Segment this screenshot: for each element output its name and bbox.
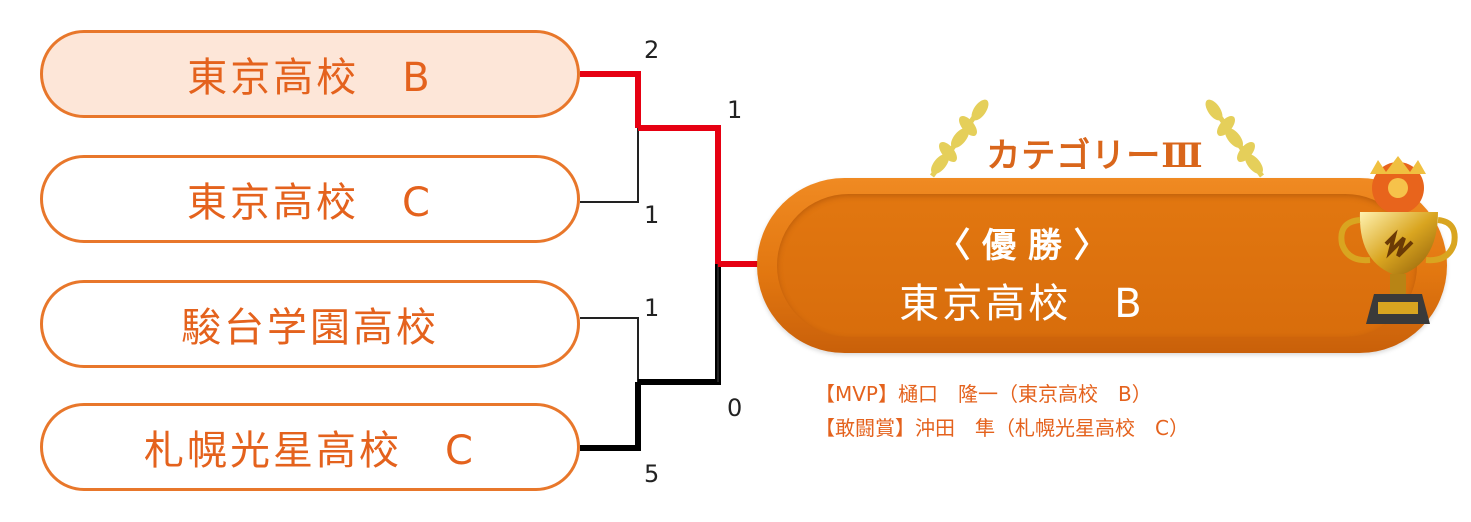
bracket-line-team1 [580,71,641,128]
champion-team: 東京高校 B [899,281,1145,327]
bracket-line-semi-top [638,125,721,264]
score-team3: 1 [644,294,660,322]
bracket-line-team2 [580,128,639,203]
score-team1: 2 [644,36,660,64]
team-name: 東京高校 C [187,180,433,226]
award-fighting-spirit: 【敢闘賞】沖田 隼（札幌光星高校 C） [815,416,1189,440]
team-name: 東京高校 B [187,55,433,101]
team-box-4: 札幌光星高校 C [40,403,580,491]
champion-banner: 〈 優 勝 〉 東京高校 B [757,178,1447,353]
laurel-right-icon [1205,99,1265,178]
team-name: 札幌光星高校 C [144,428,476,474]
category-label: カテゴリーⅢ [986,136,1204,176]
score-team2: 1 [644,201,660,229]
team-box-1: 東京高校 B [40,30,580,118]
champion-title: 〈 優 勝 〉 [936,226,1108,266]
team-box-2: 東京高校 C [40,155,580,243]
score-team4: 5 [644,460,660,488]
champion-banner-inner [777,194,1417,337]
laurel-left-icon [929,99,989,178]
team-name: 駿台学園高校 [181,305,439,351]
trophy-icon [1338,156,1458,324]
team-box-3: 駿台学園高校 [40,280,580,368]
bracket-line-team4 [580,382,641,451]
score-semi-bottom: 0 [727,394,743,422]
award-mvp: 【MVP】樋口 隆一（東京高校 B） [815,382,1152,406]
score-semi-top: 1 [727,96,743,124]
bracket-line-team3 [580,317,639,382]
